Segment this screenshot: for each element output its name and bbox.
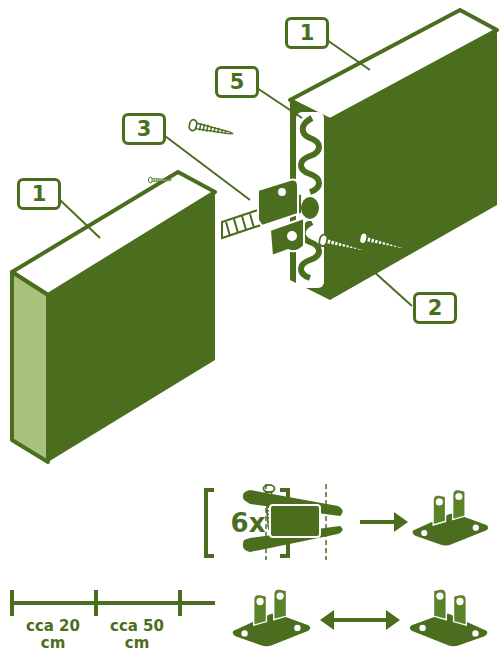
callout-number: 2 [413, 292, 457, 324]
callout-number: 5 [215, 66, 259, 98]
screw [148, 177, 171, 183]
scale-bar [12, 590, 215, 616]
hinge-plate-diagram [243, 484, 488, 560]
hinge-part [222, 180, 304, 256]
callout-number: 3 [122, 113, 166, 145]
screw [358, 232, 405, 254]
left-board [12, 172, 215, 462]
right-board [290, 10, 497, 300]
dimension-label: cca 50 cm [106, 618, 168, 653]
leader-lines [60, 40, 412, 306]
screw [188, 119, 233, 139]
callout-number: 1 [285, 17, 329, 49]
screw [318, 234, 365, 256]
dimension-label: cca 20 cm [22, 618, 84, 653]
quantity-label: 6x [214, 505, 282, 541]
callout-number: 1 [17, 178, 61, 210]
hinge-swap [233, 589, 488, 646]
